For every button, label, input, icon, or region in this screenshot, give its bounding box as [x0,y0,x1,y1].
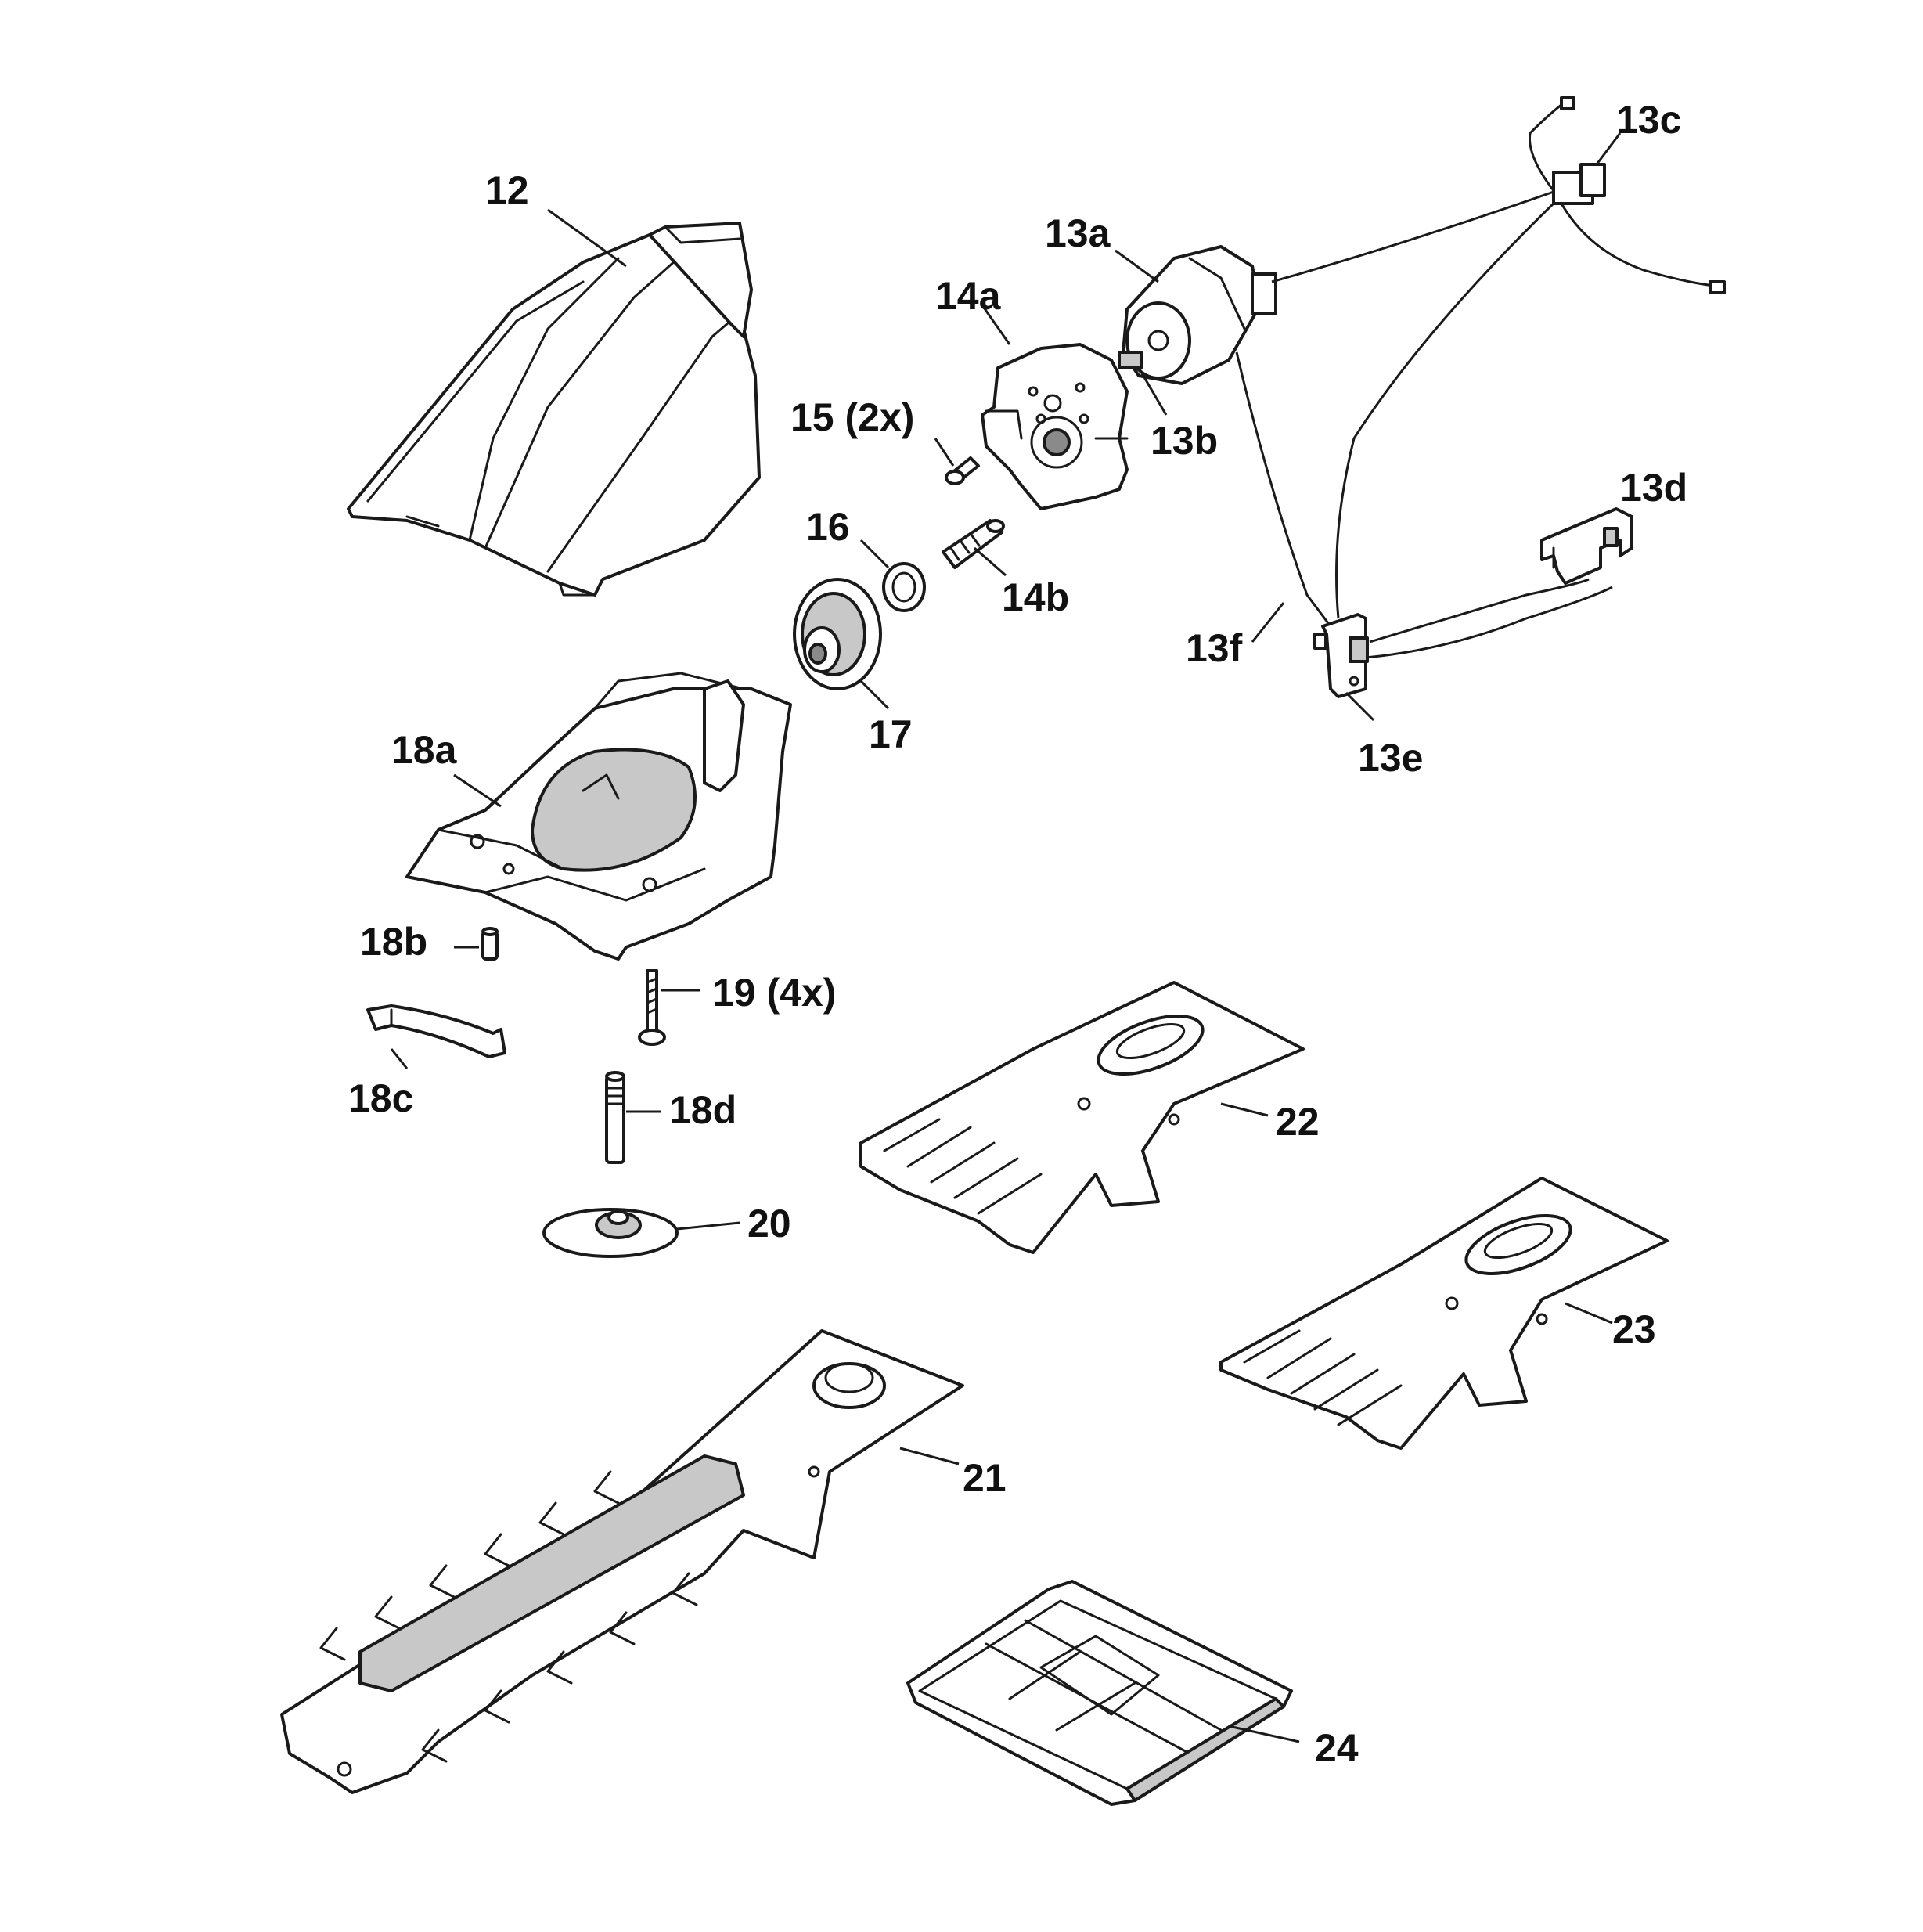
leader-13b [1137,367,1168,416]
leader-15 [934,438,955,467]
leader-13c [1595,132,1622,165]
part-21-hedge-blade [280,1329,964,1794]
callout-13b: 13b [1151,419,1218,463]
leader-14a [981,305,1011,345]
part-13d-switch-bracket [1540,507,1633,585]
leader-24 [1228,1725,1300,1743]
part-20-disc [542,1208,679,1258]
leader-21 [899,1447,960,1465]
callout-19: 19 (4x) [712,971,836,1015]
callout-14a: 14a [935,274,1002,318]
part-19-screw [638,969,666,1046]
part-15-screw [945,456,980,485]
leader-13f [1251,602,1285,643]
part-18a-gear-housing [405,672,792,961]
leader-18a [453,773,502,808]
leader-14b [974,546,1007,577]
callout-18a: 18a [391,728,458,772]
part-16-washer [882,562,926,612]
callout-13a: 13a [1045,211,1111,255]
part-13f-wiring-harness [1235,96,1726,659]
part-14b-shaft [942,519,1005,569]
leader-13a [1115,249,1159,283]
part-18d-bolt [605,1071,625,1164]
leader-16 [859,539,890,569]
callout-20: 20 [747,1202,791,1245]
callout-12: 12 [485,168,529,212]
part-12-housing-cover [347,222,761,597]
callout-17: 17 [869,712,913,756]
callout-23: 23 [1612,1307,1656,1351]
part-17-gear [793,578,882,690]
part-13a-motor [1118,245,1277,385]
leader-20 [676,1221,740,1231]
callout-18d: 18d [669,1088,736,1132]
callout-13d: 13d [1620,466,1687,510]
leader-13e [1345,691,1375,722]
callout-24: 24 [1315,1726,1359,1770]
leader-18c [390,1048,409,1069]
callout-18b: 18b [360,920,427,964]
callout-13c: 13c [1616,98,1681,142]
part-24-blade-cover [906,1580,1293,1806]
callout-15: 15 (2x) [790,395,914,439]
part-22-shear-blade [859,981,1305,1254]
part-23-shear-blade [1219,1177,1669,1450]
leader-23 [1565,1302,1613,1325]
callout-16: 16 [806,505,850,549]
leader-17 [859,679,890,710]
part-18c-guide [366,1004,506,1058]
callout-22: 22 [1276,1100,1320,1144]
callout-14b: 14b [1002,575,1069,619]
leader-12 [547,208,627,268]
leader-22 [1220,1102,1269,1117]
callout-18c: 18c [348,1076,413,1120]
callout-21: 21 [963,1456,1007,1500]
part-18b-pin [481,927,499,961]
callout-13f: 13f [1186,626,1243,670]
callout-13e: 13e [1358,736,1423,780]
part-14a-motor-plate [981,343,1129,510]
part-13e-switch [1313,613,1369,698]
